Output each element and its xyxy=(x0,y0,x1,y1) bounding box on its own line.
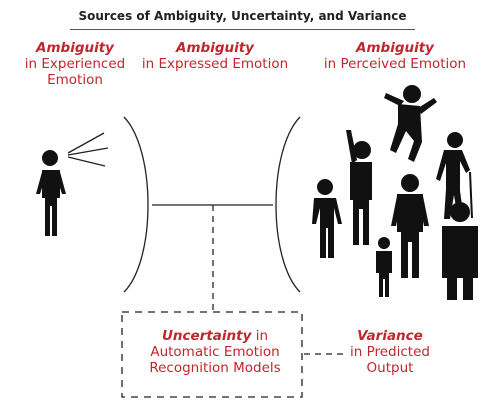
right-bracket-arc xyxy=(275,116,301,293)
label-perceived-bold: Ambiguity xyxy=(356,40,434,56)
label-expressed-emotion: Ambiguity in Expressed Emotion xyxy=(125,40,305,72)
label-variance-line1: in Predicted xyxy=(350,344,430,360)
label-experienced-emotion: Ambiguity in Experienced Emotion xyxy=(0,40,150,88)
diagram-title: Sources of Ambiguity, Uncertainty, and V… xyxy=(78,9,407,23)
label-models-line2: Recognition Models xyxy=(149,360,281,376)
label-models-line1: Automatic Emotion xyxy=(150,344,280,360)
label-experienced-bold: Ambiguity xyxy=(36,40,114,56)
label-variance-bold: Variance xyxy=(357,328,423,344)
label-predicted-variance: Variance in Predicted Output xyxy=(330,328,450,376)
label-models-bold-suffix: in xyxy=(251,328,269,344)
speech-lines-icon xyxy=(67,132,109,167)
label-perceived-emotion: Ambiguity in Perceived Emotion xyxy=(305,40,485,72)
label-expressed-bold: Ambiguity xyxy=(176,40,254,56)
label-expressed-line1: in Expressed Emotion xyxy=(141,56,289,72)
title-underline xyxy=(70,29,415,30)
label-perceived-line1: in Perceived Emotion xyxy=(323,56,467,72)
models-dashed-box xyxy=(121,311,303,398)
label-experienced-line1: in Experienced xyxy=(24,56,126,72)
label-recognition-models: Uncertainty in Automatic Emotion Recogni… xyxy=(130,328,300,376)
label-models-bold: Uncertainty xyxy=(161,328,252,344)
label-variance-line2: Output xyxy=(366,360,414,376)
left-bracket-arc xyxy=(123,116,149,293)
label-experienced-line2: Emotion xyxy=(47,72,103,88)
crowd-figures-icon xyxy=(312,85,478,300)
speaker-figure-icon xyxy=(36,150,66,236)
